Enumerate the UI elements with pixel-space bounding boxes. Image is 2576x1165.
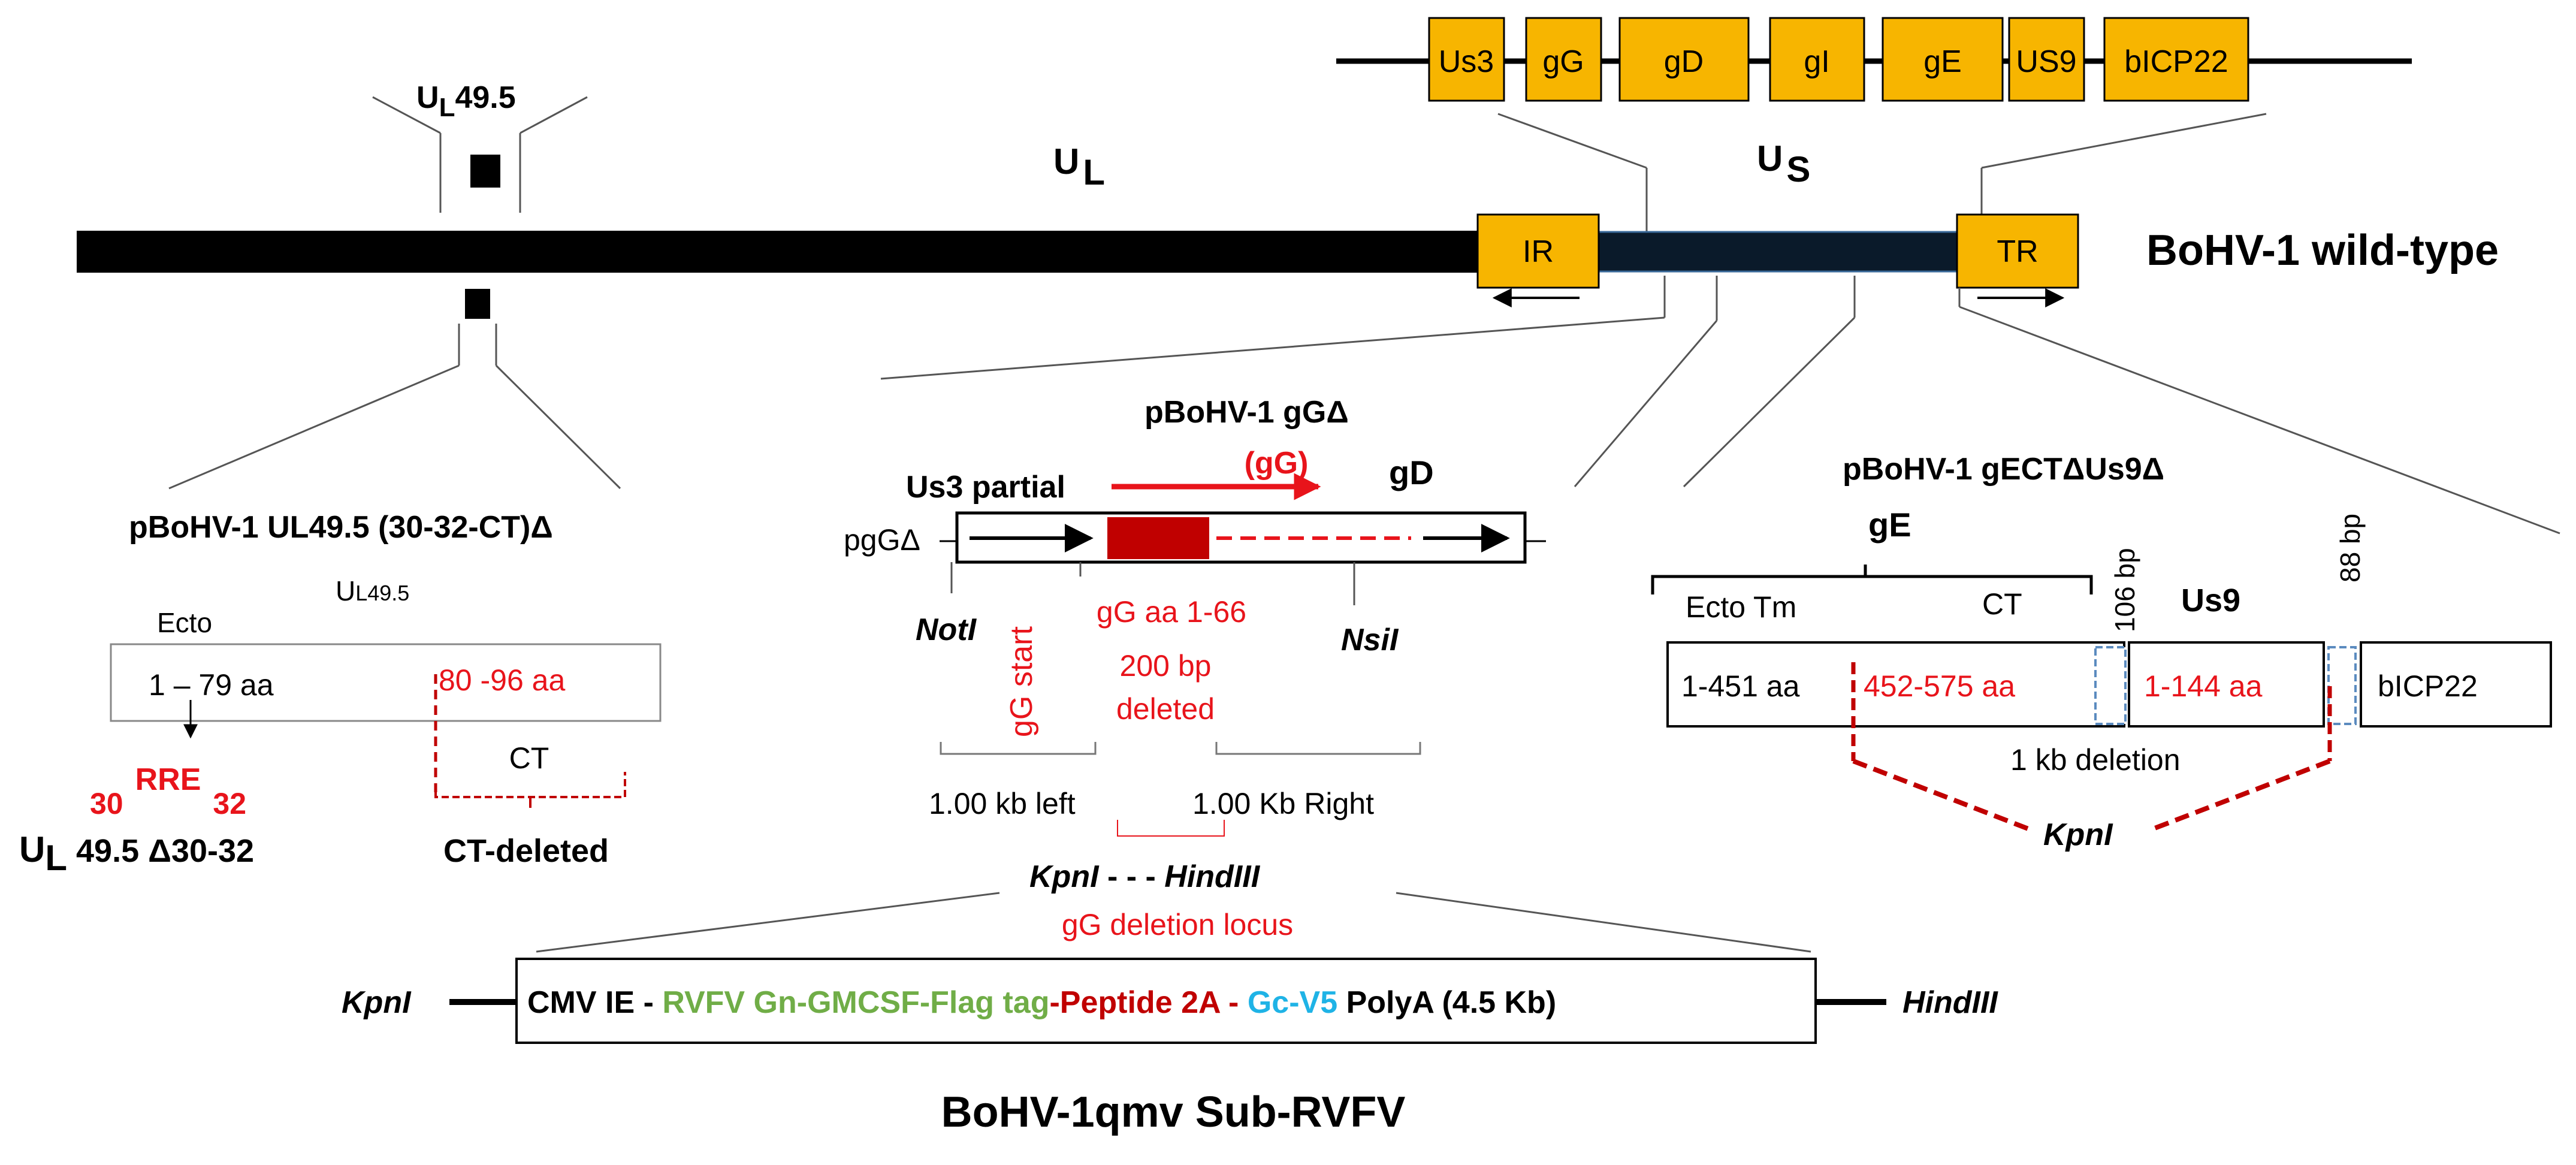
cassette-content: CMV IE - RVFV Gn-GMCSF-Flag tag-Peptide … [527, 985, 1556, 1020]
ge-bracket [1651, 565, 2093, 594]
ge-ct-label: CT [1982, 587, 2022, 621]
bp106-label: 106 bp [2109, 548, 2140, 632]
gene-label-gd: gD [1664, 44, 1704, 79]
ge-label: gE [1868, 506, 1911, 544]
us9-gene-box [2128, 641, 2325, 728]
ul-region-bar [77, 231, 1479, 273]
cassette-zoom-right [1396, 892, 1811, 953]
bottom-title: BoHV-1qmv Sub-RVFV [941, 1088, 1406, 1136]
gg-paren-label: (gG) [1245, 446, 1309, 481]
kpni-hindiii-label: KpnI - - - HindIII [1029, 859, 1261, 894]
rre-label: 30RRE32 [90, 762, 246, 820]
gene-label-gg: gG [1542, 44, 1584, 79]
cassette-kpni-label: KpnI [342, 985, 412, 1020]
gene-box-us3 [1428, 17, 1505, 102]
bicp22-label: bICP22 [2378, 669, 2478, 703]
ir-box [1476, 213, 1600, 289]
left-arm-label: 1.00 kb left [929, 787, 1076, 820]
us9-label: Us9 [2181, 582, 2240, 618]
tr-box [1956, 213, 2079, 289]
ul49-top-label: UL49.5 [416, 80, 516, 122]
noti-label: NotI [916, 612, 977, 647]
expression-cassette-box [515, 958, 1817, 1044]
gene-box-gg [1525, 17, 1602, 102]
ul49-gene-box [110, 643, 662, 722]
gg-plasmid-title: pBoHV-1 gGΔ [1144, 395, 1349, 430]
ul49-gene-label: UL49.5 [336, 575, 409, 606]
gg-zoom-line-left [880, 316, 1665, 380]
ul49-segment-ecto: 1 – 79 aa [149, 668, 274, 702]
gg-zoom-line-right [1574, 320, 1718, 487]
left-arm-bracket [940, 742, 1097, 755]
gene-box-ge [1882, 17, 2004, 102]
ul49-marker-bottom [465, 289, 490, 319]
bp88-label: 88 bp [2335, 514, 2366, 582]
spacer-88bp [2327, 646, 2357, 725]
gene-box-bicp22 [2103, 17, 2249, 102]
us-gene-boxes: Us3 gG gD gI gE US9 bICP22 [1428, 17, 2249, 102]
right-arm-label: 1.00 Kb Right [1192, 787, 1374, 820]
gene-label-ge: gE [1923, 44, 1962, 79]
wildtype-label: BoHV-1 wild-type [2146, 227, 2499, 274]
gg-deletion-locus-label: gG deletion locus [1062, 908, 1293, 941]
gene-box-gi [1769, 17, 1865, 102]
gg-aa-label: gG aa 1-66 [1097, 595, 1246, 629]
ge-kpni-label: KpnI [2043, 817, 2113, 852]
deleted-label-1: 200 bp [1120, 649, 1212, 683]
ul49-ecto-label: Ecto [157, 607, 212, 638]
cassette-hindiii-label: HindIII [1902, 985, 1998, 1020]
deleted-label-2: deleted [1116, 692, 1215, 726]
gg-deletion-block [1107, 517, 1209, 559]
gene-label-us9: US9 [2016, 44, 2076, 79]
gene-box-us9 [2008, 17, 2085, 102]
us3-partial-label: Us3 partial [906, 470, 1065, 505]
bicp22-gene-box [2360, 641, 2552, 728]
zoom-line-left [1497, 113, 1647, 169]
ge-plasmid-title: pBoHV-1 gECTΔUs9Δ [1843, 452, 2164, 487]
locus-bracket [1117, 820, 1225, 837]
zoom-line-right [1981, 113, 2267, 169]
gg-start-label: gG start [1004, 626, 1039, 737]
gene-box-gd [1618, 17, 1750, 102]
ge-segment-ecto: 1-451 aa [1681, 669, 1800, 703]
ul49-ct-bracket [434, 772, 626, 798]
gene-label-bicp22: bICP22 [2124, 44, 2228, 79]
ge-zoom-line-left [1683, 316, 1856, 488]
deletion-link-right [2149, 759, 2331, 832]
ul49-plasmid-title: pBoHV-1 UL49.5 (30-32-CT)Δ [129, 510, 553, 545]
ge-zoom-line-right [1959, 306, 2560, 535]
ecto-tm-label: Ecto Tm [1686, 590, 1796, 624]
nsii-label: NsiI [1341, 623, 1399, 657]
gene-label-gi: gI [1804, 44, 1829, 79]
tr-label: TR [1997, 234, 2038, 269]
ul49-segment-ct: 80 -96 aa [439, 663, 565, 697]
ir-label: IR [1523, 234, 1554, 269]
ge-segment-ct: 452-575 aa [1864, 669, 2015, 703]
gene-label-us3: Us3 [1439, 44, 1494, 79]
deletion-link-left [1852, 759, 2033, 832]
kb-deletion-label: 1 kb deletion [2010, 743, 2181, 777]
cassette-zoom-left [536, 892, 1000, 953]
spacer-106bp [2094, 646, 2127, 725]
us-region-bar [1597, 231, 1959, 273]
us9-segment: 1-144 aa [2144, 669, 2263, 703]
ul49-ct-label: CT [509, 741, 549, 775]
ul49-mutant-label: UL 49.5 Δ30-32 [19, 829, 254, 878]
right-arm-bracket [1215, 742, 1421, 755]
ge-gene-box [1666, 641, 2125, 728]
pggd-label: pgGΔ [844, 523, 920, 557]
ct-deleted-label: CT-deleted [443, 833, 609, 869]
ul49-marker-top [470, 155, 500, 188]
gd-label: gD [1389, 454, 1434, 491]
